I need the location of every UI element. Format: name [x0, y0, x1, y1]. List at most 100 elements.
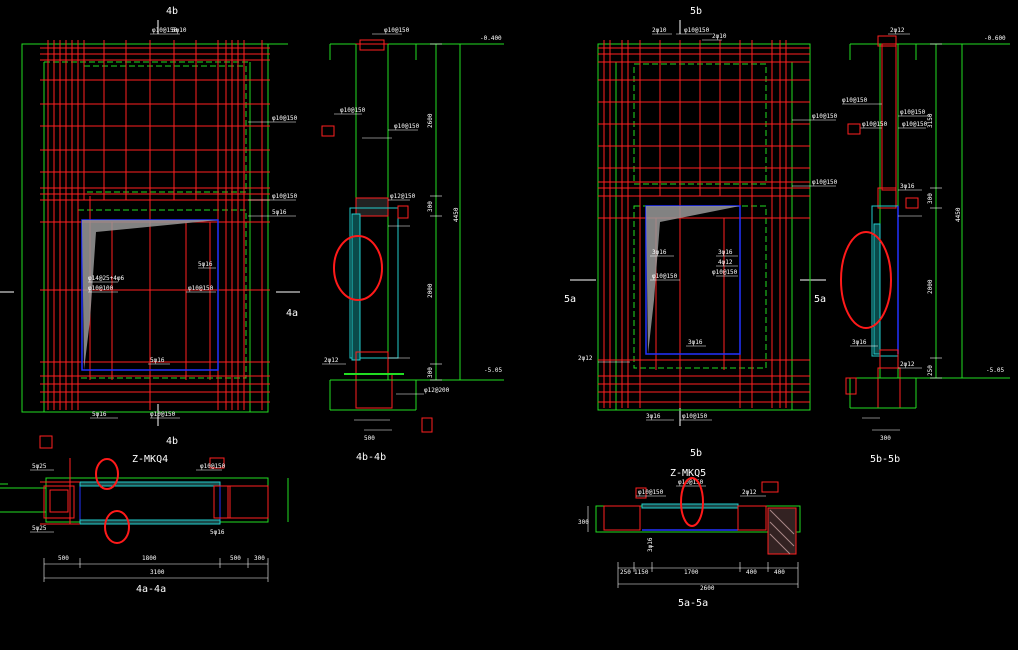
- left-plan-dim-1: 500: [58, 555, 69, 562]
- right-bottom-rebar-2: φ10@150: [682, 413, 708, 420]
- right-opening-label-6: 3φ16: [688, 339, 703, 346]
- left-section-rebar-2: φ10@150: [340, 107, 366, 114]
- left-plan-highlight-1: [95, 458, 119, 490]
- right-rebar-right-2: φ10@150: [812, 179, 838, 186]
- left-rebar-top-2: 5φ10: [172, 27, 187, 34]
- right-rebar-grid: [598, 40, 810, 408]
- left-plan-rebar-4: 5φ16: [210, 529, 225, 536]
- right-section-level-top: -0.600: [984, 35, 1006, 42]
- right-opening-label-3: 3φ16: [718, 249, 733, 256]
- right-elevation: 5b 5b 5a 5a: [564, 6, 838, 459]
- right-section-dim-5: 250: [927, 365, 934, 376]
- left-plan-section: 4a-4a: [136, 584, 166, 595]
- right-rebar-right-1: φ10@150: [812, 113, 838, 120]
- left-elev-label-top: 4b: [166, 6, 178, 17]
- right-section-rebar-8: 3φ16: [852, 339, 867, 346]
- left-rebar-right-1: φ10@150: [272, 115, 298, 122]
- left-wall-outline: [21, 43, 269, 413]
- left-opening-label-5: 5φ16: [150, 357, 165, 364]
- right-opening-label-1: 3φ16: [652, 249, 667, 256]
- left-rebar-grid: [40, 40, 270, 410]
- left-rebar-right-3: 5φ16: [272, 209, 287, 216]
- left-plan-dim-3: 500: [230, 555, 241, 562]
- right-section-rebar-5: φ10@150: [902, 121, 928, 128]
- right-plan-section: 5a-5a: [678, 598, 708, 609]
- left-section-dim-2: 300: [427, 201, 434, 212]
- left-bottom-rebar-1: 5φ16: [92, 411, 107, 418]
- left-section-width: 500: [364, 435, 375, 442]
- left-elev-label-bottom: 4b: [166, 436, 178, 447]
- right-elev-label-bottom: 5b: [690, 448, 702, 459]
- right-section-rebar-1: 2φ12: [890, 27, 905, 34]
- left-section-level-bottom: -5.05: [484, 367, 502, 374]
- right-rebar-top-1: 2φ10: [652, 27, 667, 34]
- right-rebar-top-2: φ10@150: [684, 27, 710, 34]
- left-section-dim-5: 300: [427, 367, 434, 378]
- right-side-label-right: 5a: [814, 294, 826, 305]
- right-plan-dim-total: 2600: [700, 585, 715, 592]
- right-opening-label-4: 4φ12: [718, 259, 733, 266]
- left-section: 500 4b-4b 2600 300 4450 2000 300 -0.400 …: [321, 27, 504, 463]
- right-plan-highlight: [680, 477, 704, 527]
- right-section-dim-1: 3150: [927, 113, 934, 128]
- right-section-highlight: [840, 231, 892, 329]
- right-plan-dim-3: 1700: [684, 569, 699, 576]
- left-side-label: 4a: [286, 308, 298, 319]
- right-section: 300 5b-5b 3150 300 4450 2000 250 -0.600 …: [840, 27, 1010, 465]
- right-opening-label-5: φ10@150: [712, 269, 738, 276]
- left-plan-rebar-1: 5φ25: [32, 463, 47, 470]
- left-rebar-top-1: φ10@150: [152, 27, 178, 34]
- right-plan-dim-side: 300: [578, 519, 589, 526]
- left-opening-label-3: 5φ16: [198, 261, 213, 268]
- right-plan: Z-MKQ5 300 250 1150 1700 400 400 2600 5a…: [578, 468, 801, 609]
- left-section-rebar-6: 2φ12: [324, 357, 339, 364]
- right-elev-label-top: 5b: [690, 6, 702, 17]
- left-plan: Z-MKQ4 500 1800 500: [0, 435, 289, 595]
- right-section-title: 5b-5b: [870, 454, 900, 465]
- left-plan-highlight-2: [104, 510, 130, 544]
- left-section-title: 4b-4b: [356, 452, 386, 463]
- right-section-rebar-4: φ10@150: [862, 121, 888, 128]
- left-plan-dim-4: 300: [254, 555, 265, 562]
- right-section-level-bottom: -5.05: [986, 367, 1004, 374]
- left-section-dim-4: 2000: [427, 283, 434, 298]
- left-section-rebar-5: φ12@200: [424, 387, 450, 394]
- right-opening-hatch: [646, 206, 740, 354]
- right-left-rebar: 2φ12: [578, 355, 593, 362]
- left-plan-rebar-2: 5φ25: [32, 525, 47, 532]
- right-plan-rebar-1: φ10@150: [638, 489, 664, 496]
- left-section-rebar-3: φ10@150: [394, 123, 420, 130]
- left-plan-rebar-3: φ10@150: [200, 463, 226, 470]
- right-plan-dim-4: 400: [746, 569, 757, 576]
- left-section-level-top: -0.400: [480, 35, 502, 42]
- left-section-rebar-1: φ10@150: [384, 27, 410, 34]
- right-plan-title: Z-MKQ5: [670, 468, 706, 479]
- right-section-rebar-3: φ10@150: [900, 109, 926, 116]
- left-bottom-rebar-2: φ10@150: [150, 411, 176, 418]
- right-side-label-left: 5a: [564, 294, 576, 305]
- left-section-rebar-4: φ12@150: [390, 193, 416, 200]
- right-plan-dim-5: 400: [774, 569, 785, 576]
- left-plan-dim-2: 1800: [142, 555, 157, 562]
- left-section-highlight: [333, 235, 383, 301]
- left-section-dim-3: 4450: [453, 207, 460, 222]
- right-plan-dim-2: 1150: [634, 569, 649, 576]
- right-section-rebar-2: φ10@150: [842, 97, 868, 104]
- right-plan-rebar-4: 3φ16: [647, 537, 654, 552]
- right-section-dim-4: 2000: [927, 279, 934, 294]
- right-bottom-rebar-1: 3φ16: [646, 413, 661, 420]
- right-opening-label-2: φ10@150: [652, 273, 678, 280]
- left-plan-dim-total: 3100: [150, 569, 165, 576]
- right-plan-rebar-2: φ10@150: [678, 479, 704, 486]
- left-opening-label-1: φ14@25+4φ6: [88, 275, 125, 282]
- right-section-rebar-6: 3φ16: [900, 183, 915, 190]
- left-section-dim-1: 2600: [427, 113, 434, 128]
- right-plan-hatch: [767, 507, 797, 555]
- right-section-hatch: [873, 223, 881, 355]
- left-opening-label-4: φ10@150: [188, 285, 214, 292]
- left-rebar-right-2: φ10@150: [272, 193, 298, 200]
- left-plan-title: Z-MKQ4: [132, 454, 168, 465]
- right-section-rebar-7: 2φ12: [900, 361, 915, 368]
- right-section-dim-3: 4450: [955, 207, 962, 222]
